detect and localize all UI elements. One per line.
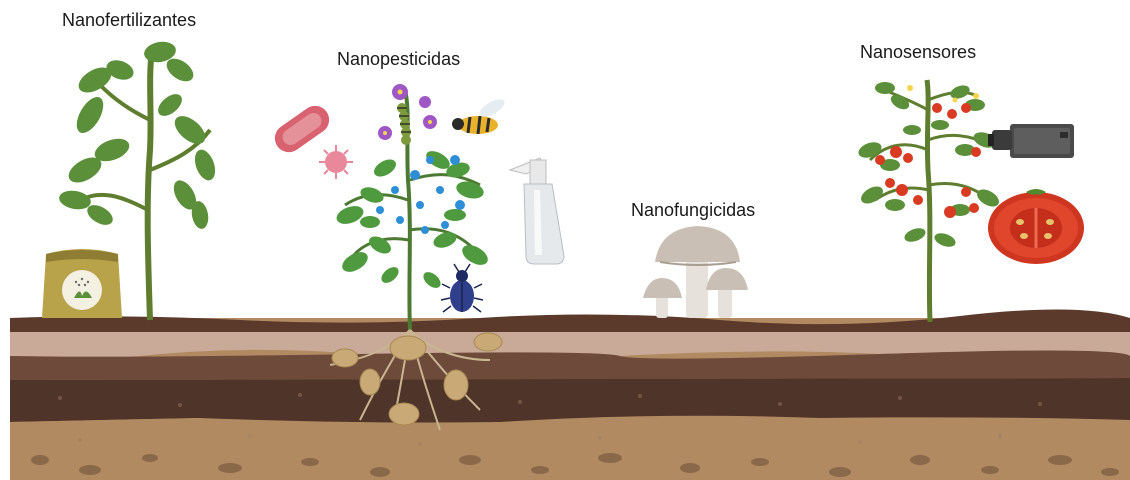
label-nanosensores: Nanosensores xyxy=(860,42,976,63)
bacterium-icon xyxy=(269,100,334,157)
sensor-tomato-plant-icon xyxy=(856,80,1002,322)
mushroom-icon xyxy=(643,226,748,318)
camera-icon xyxy=(988,124,1074,158)
sliced-tomato-icon xyxy=(988,189,1084,264)
soil-profile xyxy=(10,309,1130,480)
label-nanofertilizantes: Nanofertilizantes xyxy=(62,10,196,31)
label-nanopesticidas: Nanopesticidas xyxy=(337,49,460,70)
virus-icon xyxy=(319,145,353,179)
spray-bottle-icon xyxy=(510,158,564,264)
beetle-icon xyxy=(441,264,483,312)
wasp-icon xyxy=(452,96,507,134)
label-nanofungicidas: Nanofungicidas xyxy=(631,200,755,221)
fertilizer-bag-icon xyxy=(42,249,122,318)
